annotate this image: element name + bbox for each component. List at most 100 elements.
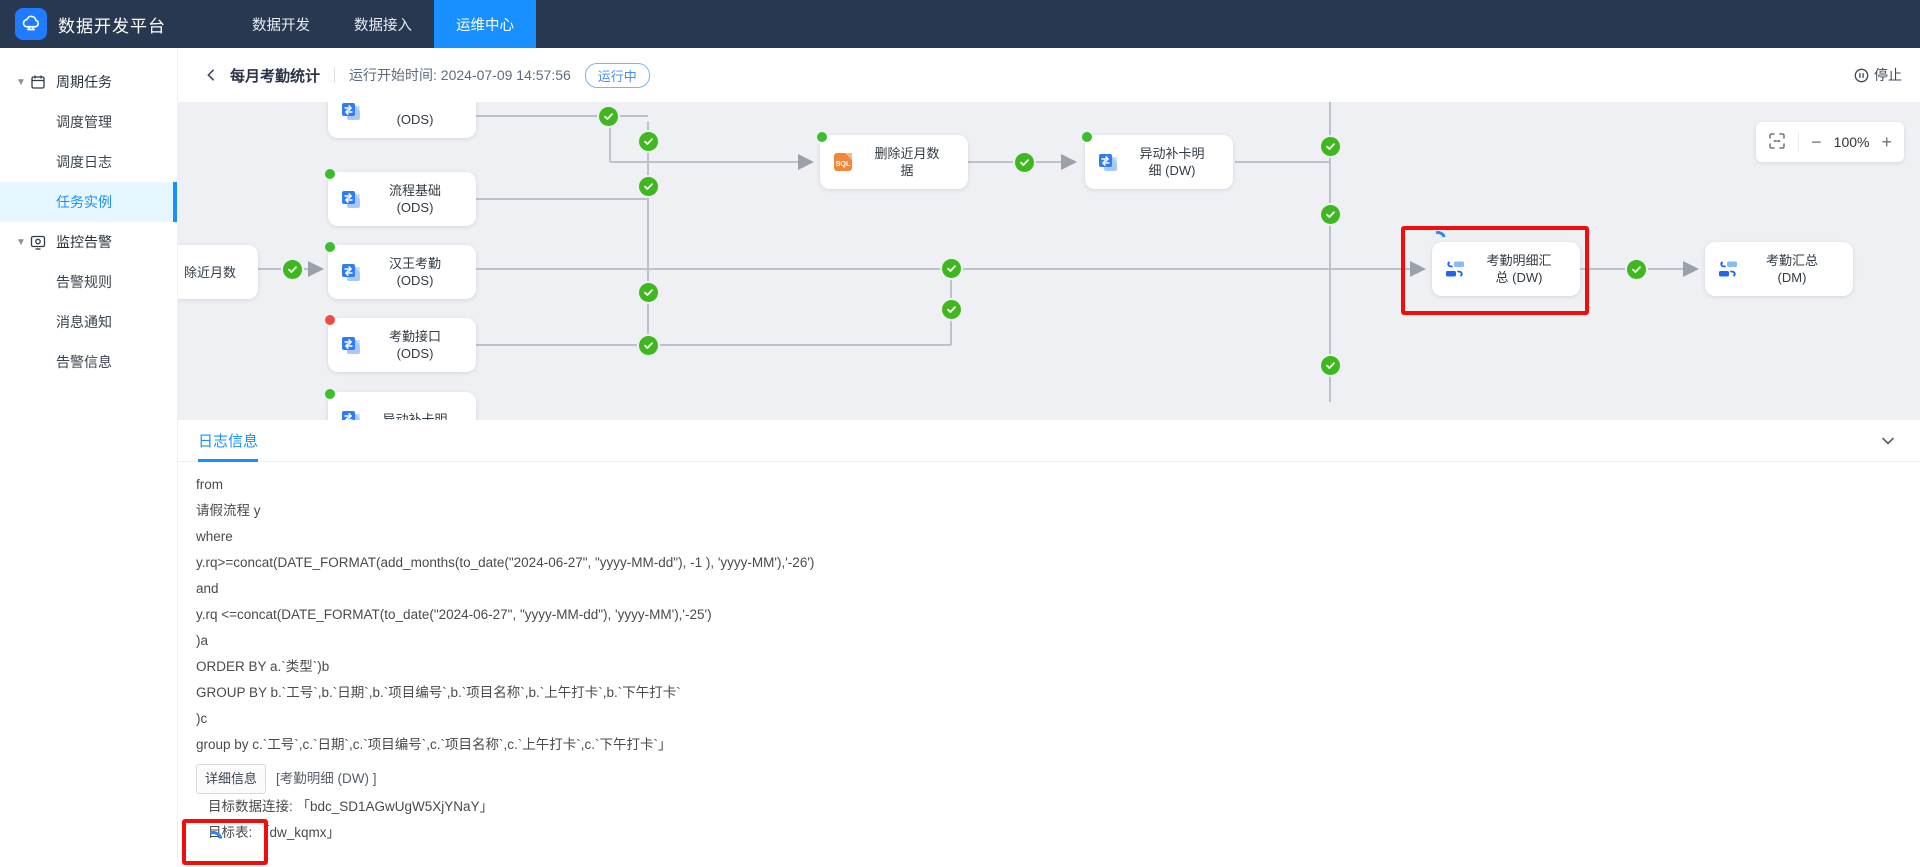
datasync-node-icon bbox=[340, 102, 362, 122]
sidebar-item[interactable]: 任务实例 bbox=[0, 182, 177, 222]
detail-info-button[interactable]: 详细信息 bbox=[196, 764, 267, 794]
log-line: from bbox=[196, 477, 223, 492]
node-shanchu-jinyue-sql[interactable]: SQL 删除近月数 据 bbox=[817, 132, 968, 189]
flow-canvas[interactable]: (ODS) 流程基础 (ODS) 汉王考勤 (ODS) 考勤接口 (ODS) 异动补卡明… bbox=[178, 102, 1920, 420]
sidebar-group[interactable]: ▼周期任务 bbox=[16, 74, 112, 90]
detail-target-connection: 目标数据连接: 「bdc_SD1AGwUgW5XjYNaY」 bbox=[208, 799, 494, 814]
status-dot-success bbox=[325, 242, 335, 252]
node-label: 汉王考勤 (ODS) bbox=[388, 256, 441, 288]
success-check-icon bbox=[941, 299, 961, 319]
zoom-in-button[interactable]: + bbox=[1881, 132, 1892, 152]
success-check-icon bbox=[1320, 204, 1340, 224]
log-line: )a bbox=[196, 633, 209, 648]
stop-button[interactable]: 停止 bbox=[1854, 65, 1902, 85]
svg-text:SQL: SQL bbox=[836, 159, 851, 168]
sql-node-icon: SQL bbox=[832, 151, 854, 173]
datasync-node-icon bbox=[340, 188, 362, 210]
monitor-icon bbox=[30, 234, 48, 250]
status-dot-success bbox=[325, 389, 335, 399]
status-dot-success bbox=[1082, 132, 1092, 142]
aggregate-node-icon bbox=[1444, 258, 1466, 280]
toolbar-divider bbox=[1798, 132, 1800, 152]
success-check-icon bbox=[638, 176, 658, 196]
tab-log-info[interactable]: 日志信息 bbox=[198, 420, 259, 462]
start-time: 运行开始时间: 2024-07-09 14:57:56 bbox=[349, 67, 571, 83]
log-line: ORDER BY a.`类型`)b bbox=[196, 659, 330, 674]
log-line: y.rq>=concat(DATE_FORMAT(add_months(to_d… bbox=[196, 555, 815, 570]
node-ods-partial-top[interactable]: (ODS) bbox=[328, 102, 476, 138]
status-badge: 运行中 bbox=[584, 62, 650, 88]
zoom-level: 100% bbox=[1833, 134, 1870, 150]
detail-target-table: 目标表: 「dw_kqmx」 bbox=[208, 825, 341, 840]
detail-title: [考勤明细 (DW) ] bbox=[276, 771, 377, 786]
caret-down-icon: ▼ bbox=[16, 76, 26, 88]
node-yidong-buka-partial[interactable]: 异动补卡明 bbox=[325, 389, 476, 421]
chevron-left-icon bbox=[207, 69, 214, 81]
datasync-node-icon bbox=[340, 261, 362, 283]
node-label: 考勤明细汇 总 (DW) bbox=[1486, 253, 1552, 285]
top-navbar: 数据开发平台 数据开发 数据接入 运维中心 bbox=[0, 0, 1920, 48]
sidebar-item[interactable]: 调度管理 bbox=[56, 114, 112, 130]
success-check-icon bbox=[282, 259, 302, 279]
node-label: 异动补卡明 细 (DW) bbox=[1139, 146, 1205, 178]
status-dot-success bbox=[325, 169, 335, 179]
node-label: 除近月数 bbox=[183, 264, 236, 280]
node-label: 流程基础 (ODS) bbox=[388, 183, 441, 215]
log-tabbar: 日志信息 bbox=[178, 420, 1920, 462]
fit-view-icon[interactable] bbox=[1768, 132, 1786, 153]
nav-tab-1[interactable]: 数据开发 bbox=[252, 17, 310, 34]
log-line: 请假流程 y bbox=[196, 503, 261, 518]
node-label: 异动补卡明 bbox=[382, 411, 448, 421]
datasync-node-icon bbox=[340, 408, 362, 420]
success-check-icon bbox=[638, 335, 658, 355]
chevron-down-icon[interactable] bbox=[1880, 433, 1896, 449]
datasync-node-icon bbox=[340, 334, 362, 356]
status-dot-success bbox=[817, 132, 827, 142]
aggregate-node-icon bbox=[1717, 258, 1739, 280]
nav-tab-2[interactable]: 数据接入 bbox=[354, 17, 412, 34]
app-logo-icon bbox=[15, 8, 47, 40]
sidebar-item[interactable]: 告警信息 bbox=[56, 354, 112, 370]
sidebar-item[interactable]: 告警规则 bbox=[56, 274, 112, 290]
flow-title: 每月考勤统计 bbox=[230, 67, 321, 85]
app-title: 数据开发平台 bbox=[58, 16, 166, 36]
success-check-icon bbox=[941, 258, 961, 278]
calendar-icon bbox=[30, 74, 48, 90]
header-divider bbox=[334, 67, 336, 83]
log-line: y.rq <=concat(DATE_FORMAT(to_date("2024-… bbox=[196, 607, 712, 622]
sidebar-item[interactable]: 消息通知 bbox=[56, 314, 112, 330]
sidebar: ▼周期任务调度管理调度日志任务实例 ▼监控告警告警规则消息通知告警信息 bbox=[0, 48, 178, 867]
log-body: from 请假流程 y where y.rq>=concat(DATE_FORMAT(… bbox=[178, 462, 1920, 846]
node-label: (ODS) bbox=[396, 112, 434, 127]
log-line: GROUP BY b.`工号`,b.`日期`,b.`项目编号`,b.`项目名称`… bbox=[196, 685, 681, 700]
datasync-node-icon bbox=[1097, 151, 1119, 173]
log-line: group by c.`工号`,c.`日期`,c.`项目编号`,c.`项目名称`… bbox=[196, 737, 672, 752]
success-check-icon bbox=[1014, 152, 1034, 172]
log-line: and bbox=[196, 581, 219, 596]
node-kaoqin-jiekou[interactable]: 考勤接口 (ODS) bbox=[325, 315, 476, 372]
status-dot-error bbox=[325, 315, 335, 325]
node-label: 考勤汇总 (DM) bbox=[1765, 253, 1818, 285]
node-kaoqin-huizong[interactable]: 考勤汇总 (DM) bbox=[1705, 242, 1853, 296]
canvas-zoom-toolbar: − 100% + bbox=[1756, 122, 1904, 162]
node-liucheng-jichu[interactable]: 流程基础 (ODS) bbox=[325, 169, 476, 226]
sidebar-item[interactable]: 调度日志 bbox=[56, 154, 112, 170]
node-kaoqin-mingxi-huizong[interactable]: 考勤明细汇 总 (DW) bbox=[1427, 228, 1580, 296]
node-label: 删除近月数 据 bbox=[874, 146, 940, 178]
success-check-icon bbox=[1320, 355, 1340, 375]
success-check-icon bbox=[638, 131, 658, 151]
zoom-out-button[interactable]: − bbox=[1811, 132, 1822, 152]
node-chu-jinyue-partial[interactable]: 除近月数 bbox=[178, 245, 258, 299]
log-panel: 日志信息 from 请假流程 y where y.rq>=concat(DATE_FO… bbox=[178, 420, 1920, 867]
back-button[interactable] bbox=[204, 68, 218, 82]
page-header: 每月考勤统计 运行开始时间: 2024-07-09 14:57:56 运行中 停… bbox=[178, 48, 1920, 102]
nav-tab-3[interactable]: 运维中心 bbox=[434, 0, 536, 48]
sidebar-group[interactable]: ▼监控告警 bbox=[16, 234, 112, 250]
node-yidong-buka-mingxi[interactable]: 异动补卡明 细 (DW) bbox=[1082, 132, 1233, 189]
log-line: )c bbox=[196, 711, 208, 726]
node-label: 考勤接口 (ODS) bbox=[388, 329, 441, 361]
log-line: where bbox=[196, 529, 233, 544]
pause-circle-icon bbox=[1854, 68, 1869, 82]
node-hanwang-kaoqin[interactable]: 汉王考勤 (ODS) bbox=[325, 242, 476, 299]
success-check-icon bbox=[638, 282, 658, 302]
